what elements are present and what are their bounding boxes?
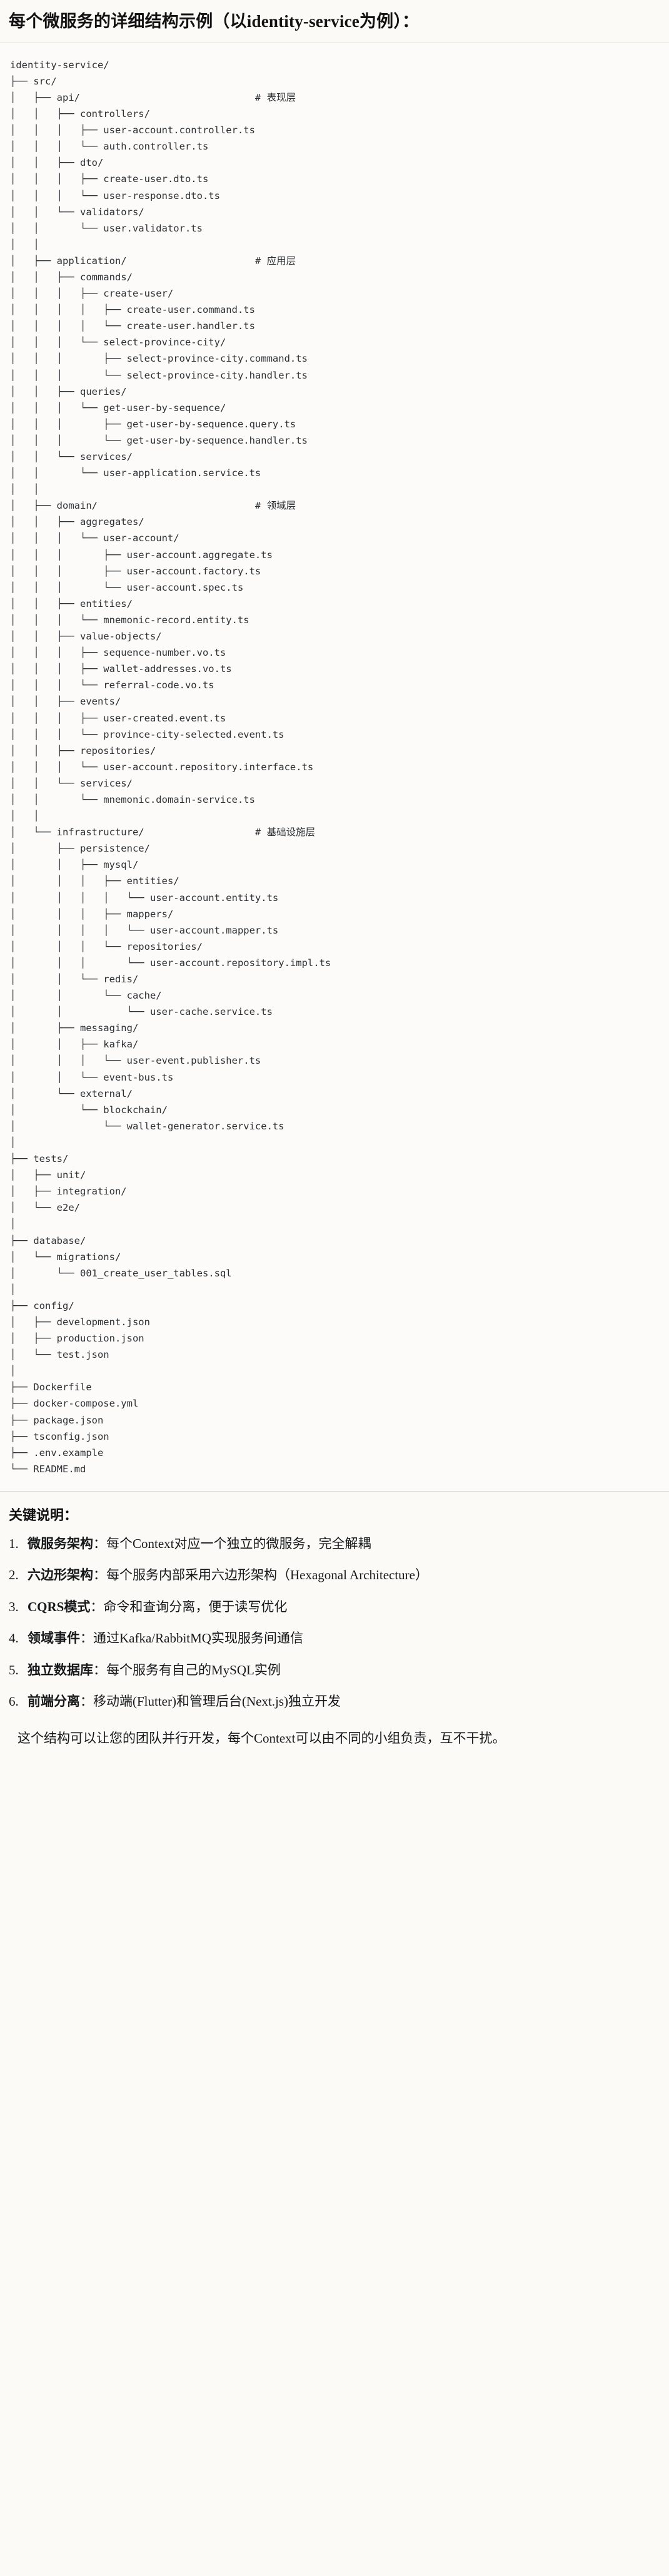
key-point-term: 六边形架构 <box>28 1567 93 1583</box>
key-point-term: CQRS模式 <box>28 1599 91 1614</box>
key-points-title: 关键说明： <box>9 1507 78 1523</box>
key-point-separator: ： <box>93 1535 106 1551</box>
directory-tree-block: identity-service/ ├── src/ │ ├── api/ # … <box>0 43 669 1491</box>
list-item: 前端分离：移动端(Flutter)和管理后台(Next.js)独立开发 <box>9 1692 656 1711</box>
key-point-description: 每个服务有自己的MySQL实例 <box>106 1662 281 1677</box>
key-point-description: 每个服务内部采用六边形架构（Hexagonal Architecture） <box>106 1567 428 1583</box>
key-point-separator: ： <box>80 1694 93 1709</box>
list-item: 领域事件：通过Kafka/RabbitMQ实现服务间通信 <box>9 1629 656 1648</box>
list-item: 微服务架构：每个Context对应一个独立的微服务，完全解耦 <box>9 1534 656 1554</box>
key-point-description: 移动端(Flutter)和管理后台(Next.js)独立开发 <box>93 1694 341 1709</box>
key-points-list: 微服务架构：每个Context对应一个独立的微服务，完全解耦 六边形架构：每个服… <box>9 1534 656 1711</box>
section-divider <box>0 1490 669 1492</box>
key-point-separator: ： <box>93 1662 106 1677</box>
key-points-section: 关键说明： 微服务架构：每个Context对应一个独立的微服务，完全解耦 六边形… <box>0 1492 669 1771</box>
page-title: 每个微服务的详细结构示例（以identity-service为例）： <box>9 12 420 31</box>
key-point-term: 领域事件 <box>28 1631 80 1646</box>
key-point-term: 前端分离 <box>28 1694 80 1709</box>
key-point-term: 微服务架构 <box>28 1535 93 1551</box>
key-point-description: 每个Context对应一个独立的微服务，完全解耦 <box>106 1535 371 1551</box>
closing-paragraph: 这个结构可以让您的团队并行开发，每个Context可以由不同的小组负责，互不干扰… <box>18 1730 506 1746</box>
list-item: CQRS模式：命令和查询分离，便于读写优化 <box>9 1597 656 1617</box>
list-item: 独立数据库：每个服务有自己的MySQL实例 <box>9 1661 656 1680</box>
key-point-separator: ： <box>93 1567 106 1583</box>
key-point-term: 独立数据库 <box>28 1662 93 1677</box>
document-page: 每个微服务的详细结构示例（以identity-service为例）： ident… <box>0 0 669 1771</box>
key-point-separator: ： <box>80 1631 93 1646</box>
key-point-separator: ： <box>90 1599 104 1614</box>
list-item: 六边形架构：每个服务内部采用六边形架构（Hexagonal Architectu… <box>9 1565 656 1585</box>
directory-tree: identity-service/ ├── src/ │ ├── api/ # … <box>10 59 331 1475</box>
key-point-description: 通过Kafka/RabbitMQ实现服务间通信 <box>93 1631 303 1646</box>
key-point-description: 命令和查询分离，便于读写优化 <box>103 1599 288 1614</box>
